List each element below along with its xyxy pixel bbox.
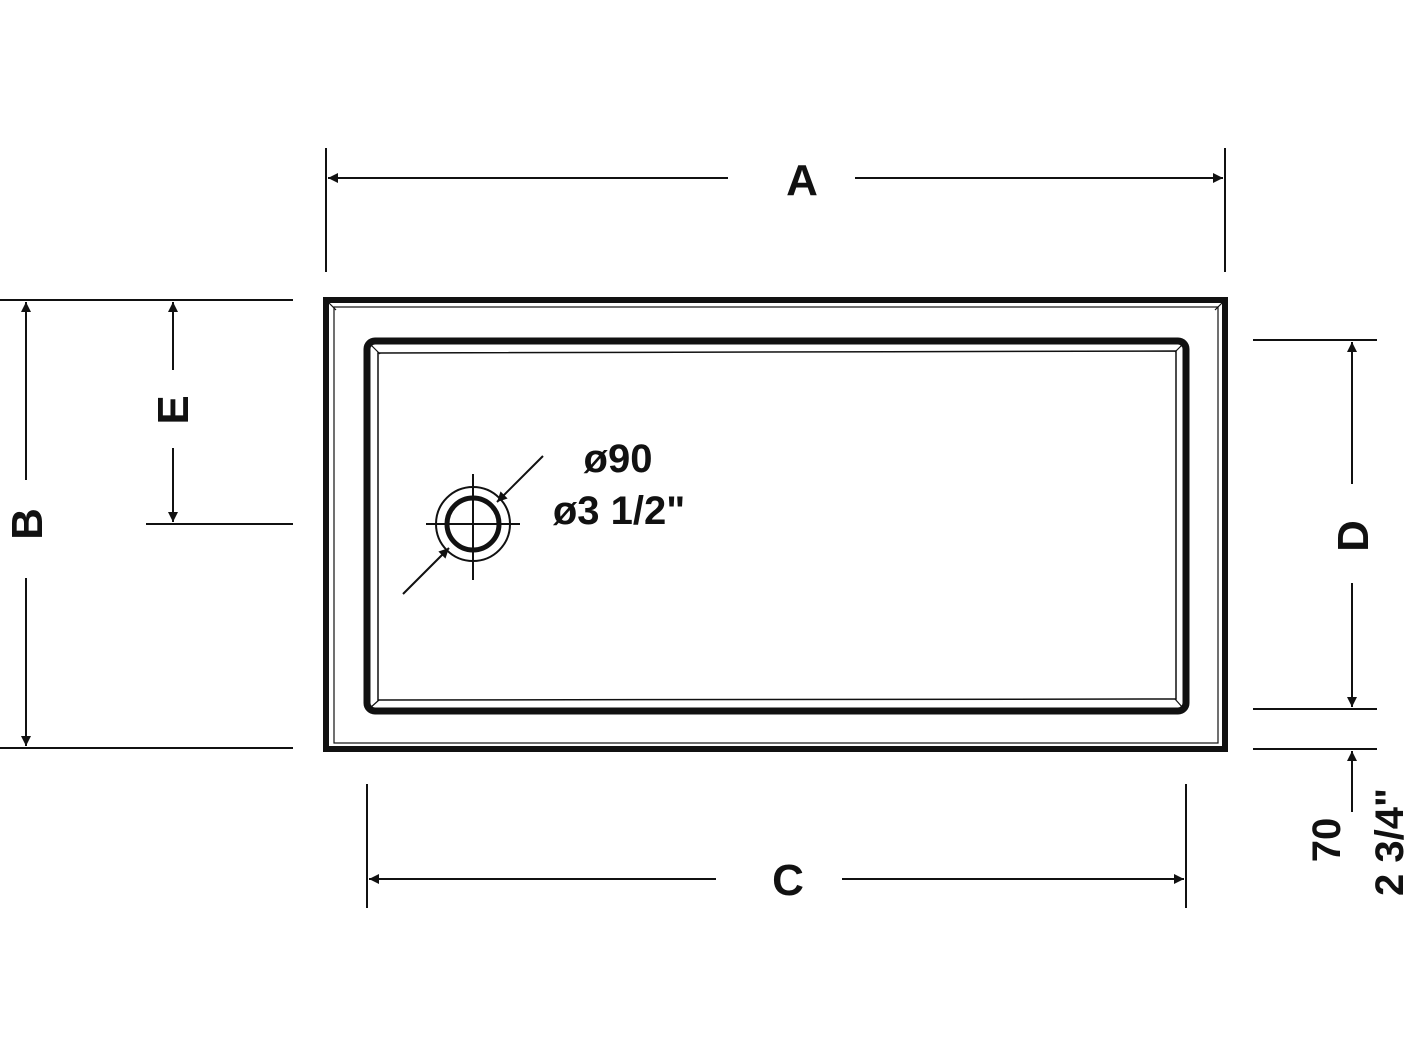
label-c: C [772, 856, 804, 905]
rim-height-mm: 70 [1305, 818, 1349, 863]
tray-outline [323, 297, 1228, 752]
dimension-rim-height: 70 2 3/4" [1253, 748, 1408, 896]
drain-diameter-in: ø3 1/2" [553, 489, 685, 533]
label-b: B [3, 508, 52, 540]
dimension-a: A [325, 148, 1226, 272]
drain-diameter-mm: ø90 [584, 437, 653, 481]
dimension-c: C [366, 784, 1187, 908]
drain-symbol: ø90 ø3 1/2" [402, 437, 685, 595]
label-e: E [149, 395, 198, 424]
dimension-e: E [146, 302, 293, 525]
dimension-b: B [0, 299, 293, 749]
rim-height-in: 2 3/4" [1368, 788, 1408, 896]
dimension-d: D [1253, 339, 1378, 710]
label-d: D [1329, 520, 1378, 552]
tray-basin [363, 337, 1190, 715]
label-a: A [786, 156, 818, 205]
